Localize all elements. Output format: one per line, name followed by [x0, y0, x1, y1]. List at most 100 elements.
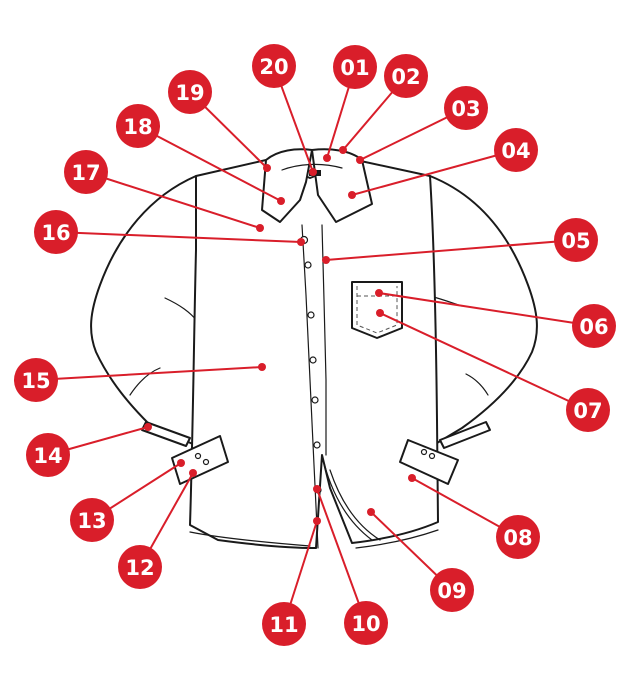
- callout-number: 16: [41, 221, 70, 245]
- leader-dot: [309, 168, 317, 176]
- callout-13: 13: [70, 459, 185, 542]
- left-cuff-button: [194, 452, 202, 460]
- callout-14: 14: [26, 423, 152, 477]
- callout-05: 05: [322, 218, 598, 264]
- callout-number: 19: [175, 81, 204, 105]
- callout-number: 13: [77, 509, 106, 533]
- callout-badge: [262, 602, 306, 646]
- callout-01: 01: [323, 45, 377, 162]
- collar-right: [311, 148, 373, 223]
- callout-09: 09: [367, 508, 474, 612]
- callout-number: 04: [501, 139, 530, 163]
- right-cuff: [399, 439, 459, 485]
- callout-17: 17: [64, 150, 264, 232]
- leader-dot: [356, 156, 364, 164]
- callout-badge: [344, 601, 388, 645]
- leader-dot: [367, 508, 375, 516]
- callout-badge: [384, 54, 428, 98]
- leader-line: [137, 125, 282, 202]
- leader-dot: [322, 256, 330, 264]
- callout-number: 06: [579, 315, 608, 339]
- callout-badge: [34, 210, 78, 254]
- callout-20: 20: [252, 44, 317, 176]
- leader-line: [325, 239, 577, 261]
- front-split: [321, 454, 373, 541]
- callout-number: 10: [351, 612, 380, 636]
- left-cuff-button-2: [202, 458, 210, 466]
- callout-badge: [444, 86, 488, 130]
- leader-dot: [375, 289, 383, 297]
- leader-line: [85, 171, 261, 229]
- callout-18: 18: [116, 104, 285, 205]
- leader-dot: [177, 459, 185, 467]
- callout-badge: [118, 545, 162, 589]
- leader-line: [378, 292, 595, 327]
- callout-number: 01: [340, 56, 369, 80]
- callout-badge: [430, 568, 474, 612]
- callout-16: 16: [34, 210, 305, 254]
- leader-line: [316, 488, 367, 624]
- leader-line: [35, 366, 263, 381]
- callout-badge: [572, 304, 616, 348]
- callout-badge: [554, 218, 598, 262]
- callout-number: 02: [391, 65, 420, 89]
- callout-badge: [333, 45, 377, 89]
- callout-07: 07: [376, 309, 610, 432]
- callout-number: 03: [451, 97, 480, 121]
- leader-line: [379, 312, 589, 411]
- callout-12: 12: [118, 469, 197, 589]
- callout-number: 12: [125, 556, 154, 580]
- leader-dot: [376, 309, 384, 317]
- callout-19: 19: [168, 70, 271, 172]
- callout-number: 15: [21, 369, 50, 393]
- right-sleeve-fold-2: [465, 373, 489, 396]
- hem-left: [189, 531, 311, 547]
- callout-number: 09: [437, 579, 466, 603]
- callout-badge: [252, 44, 296, 88]
- callout-badge: [70, 498, 114, 542]
- callout-badge: [494, 128, 538, 172]
- callout-15: 15: [14, 358, 266, 402]
- callout-number: 05: [561, 229, 590, 253]
- leader-dot: [348, 191, 356, 199]
- callout-03: 03: [356, 86, 488, 164]
- callout-08: 08: [408, 474, 540, 559]
- callout-10: 10: [313, 485, 388, 645]
- leader-dot: [256, 224, 264, 232]
- callout-number: 17: [71, 161, 100, 185]
- leader-dot: [189, 469, 197, 477]
- right-sleeve: [420, 175, 538, 447]
- callout-number: 11: [269, 613, 298, 637]
- callout-number: 08: [503, 526, 532, 550]
- leader-dot: [323, 154, 331, 162]
- callout-06: 06: [375, 289, 616, 348]
- leader-dot: [408, 474, 416, 482]
- callout-badge: [64, 150, 108, 194]
- callout-badge: [14, 358, 58, 402]
- left-sleeve-fold-2: [129, 367, 161, 396]
- callout-number: 14: [33, 444, 62, 468]
- leader-dot: [263, 164, 271, 172]
- callout-badge: [496, 515, 540, 559]
- leader-dot: [297, 238, 305, 246]
- right-cuff-button: [420, 448, 428, 456]
- right-sleeve-placket: [439, 421, 491, 449]
- callout-number: 18: [123, 115, 152, 139]
- callout-badge: [566, 388, 610, 432]
- front-split-2: [329, 469, 381, 541]
- collar-left: [261, 148, 313, 223]
- leader-dot: [144, 423, 152, 431]
- right-cuff-button-2: [428, 452, 436, 460]
- leader-dot: [277, 197, 285, 205]
- callout-badge: [116, 104, 160, 148]
- callout-number: 20: [259, 55, 288, 79]
- leader-dot: [313, 485, 321, 493]
- left-cuff: [171, 435, 229, 485]
- leader-dot: [339, 146, 347, 154]
- callout-04: 04: [348, 128, 538, 199]
- leader-line: [351, 149, 517, 196]
- leader-line: [55, 231, 302, 243]
- callout-badge: [168, 70, 212, 114]
